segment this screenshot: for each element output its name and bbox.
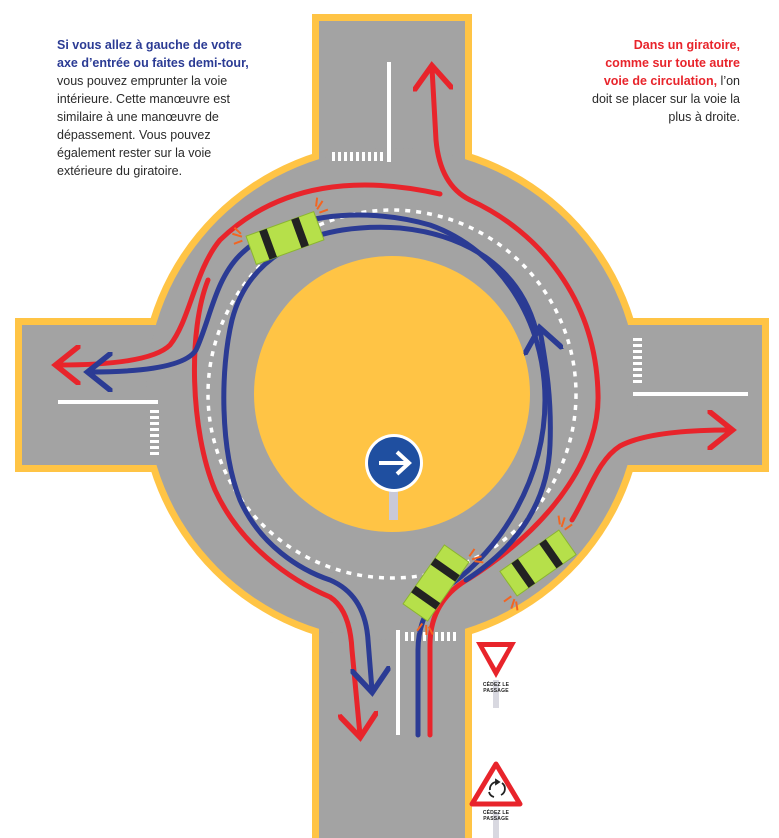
red-path-to-south [191,277,360,735]
blue-path-u-turn-exit [221,224,539,690]
roundabout-warning-icon [488,778,506,798]
left-note-highlight: Si vous allez à gauche de votre axe d’en… [57,38,249,70]
yield-line-north [332,152,383,161]
roundabout-sign-text-2: PASSAGE [483,816,509,822]
trajectories [58,68,730,735]
blinker-icon [232,197,329,245]
car-lower-right [499,515,577,611]
car-lower-middle [402,544,484,636]
car-upper-left [232,197,329,266]
red-path-to-east [569,430,730,523]
yield-sign-upper: CÉDEZ LE PASSAGE [476,642,516,708]
mandatory-direction-sign [365,434,423,520]
right-note-body: l’on doit se placer sur la voie la plus … [592,74,740,124]
blinker-icon [416,548,484,636]
lane-divider [206,208,578,580]
blinker-icon [503,515,573,611]
right-note-highlight: Dans un giratoire, comme sur toute autre… [603,38,740,88]
yield-triangle-icon [476,642,516,678]
central-island [254,256,530,532]
blue-path-left-turn [90,212,548,738]
yield-sign-upper-text-2: PASSAGE [483,688,509,694]
left-note-body: vous pouvez emprunter la voie intérieure… [57,74,230,178]
red-path-to-west [58,182,443,365]
roundabout-warning-sign: CÉDEZ LE PASSAGE [469,761,523,838]
yield-line-west [150,410,159,455]
red-path-to-north [430,68,601,738]
right-lane-note: Dans un giratoire, comme sur toute autre… [590,36,740,126]
blue-path-u-turn [463,330,550,583]
roundabout-sign-text-1: CÉDEZ LE [483,808,510,816]
yield-sign-upper-text-1: CÉDEZ LE [483,680,510,688]
right-arrow-icon [379,450,412,476]
yield-line-east [633,338,642,383]
left-lane-note: Si vous allez à gauche de votre axe d’en… [57,36,252,180]
